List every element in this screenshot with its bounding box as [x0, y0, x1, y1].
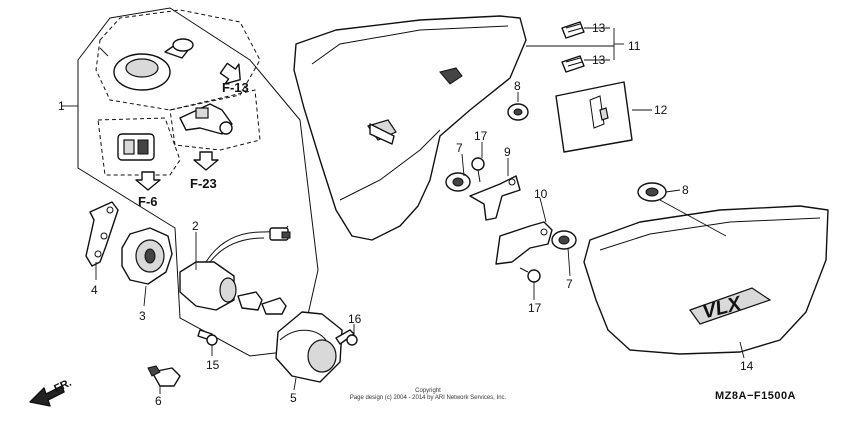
- ref-f6: F-6: [138, 194, 158, 209]
- callout-17b: 17: [528, 301, 542, 315]
- ref-f13: F-13: [222, 80, 249, 95]
- side-cover-left-part: [293, 15, 527, 241]
- callout-13b: 13: [592, 53, 606, 67]
- callout-5: 5: [290, 391, 297, 405]
- callout-4: 4: [91, 283, 98, 297]
- callout-8a: 8: [514, 79, 521, 93]
- callout-10: 10: [534, 187, 548, 201]
- seat-lock-part: [179, 103, 233, 135]
- copyright-title: Copyright: [415, 388, 441, 394]
- ref-f23: F-23: [190, 176, 217, 191]
- callout-7a: 7: [456, 141, 463, 155]
- ignition-cylinder-part: [117, 133, 155, 161]
- callout-13a: 13: [592, 21, 606, 35]
- callout-14: 14: [740, 359, 754, 373]
- callout-7b: 7: [566, 277, 573, 291]
- front-direction-arrow-icon: [29, 385, 65, 407]
- callout-1: 1: [58, 99, 65, 113]
- screw-part-15: [197, 329, 218, 346]
- grommet-part-8b: [637, 182, 667, 202]
- reference-arrows: [135, 62, 241, 191]
- bolt-part-17a: [471, 157, 485, 183]
- callout-8b: 8: [682, 183, 689, 197]
- callout-3: 3: [139, 309, 146, 323]
- key-part-6: [147, 365, 181, 387]
- callout-16: 16: [348, 312, 362, 326]
- fuel-cap-part: [113, 38, 194, 91]
- callout-9: 9: [504, 145, 511, 159]
- callout-6: 6: [155, 394, 162, 408]
- copyright-line: Page design (c) 2004 - 2014 by ARI Netwo…: [349, 395, 507, 401]
- grommet-part-7a: [445, 172, 471, 192]
- callout-11: 11: [628, 39, 641, 53]
- side-cover-right-part: VLX: [583, 205, 829, 355]
- bolt-part-17b: [519, 267, 541, 283]
- grommet-part-8a: [507, 103, 529, 121]
- mark-part-13a: [561, 21, 585, 39]
- callout-2: 2: [192, 219, 199, 233]
- main-switch-part-2: [179, 225, 291, 315]
- label-part-12: [555, 81, 633, 153]
- key-set-group-outline: [62, 7, 319, 357]
- bracket-part-9: [469, 175, 521, 221]
- leader-lines: [95, 27, 745, 394]
- holder-part-5: [275, 311, 343, 383]
- ignition-switch-body-part-3: [121, 227, 173, 285]
- copyright-notice: Copyright Page design (c) 2004 - 2014 by…: [338, 388, 518, 402]
- callout-15: 15: [206, 358, 220, 372]
- callout-12: 12: [654, 103, 668, 117]
- grommet-part-7b: [551, 230, 577, 250]
- bracket-part-10: [495, 221, 553, 265]
- diagram-code: MZ8A−F1500A: [715, 390, 797, 402]
- bracket-part-4: [85, 201, 119, 267]
- mark-part-13b: [561, 55, 585, 73]
- callout-17a: 17: [474, 129, 488, 143]
